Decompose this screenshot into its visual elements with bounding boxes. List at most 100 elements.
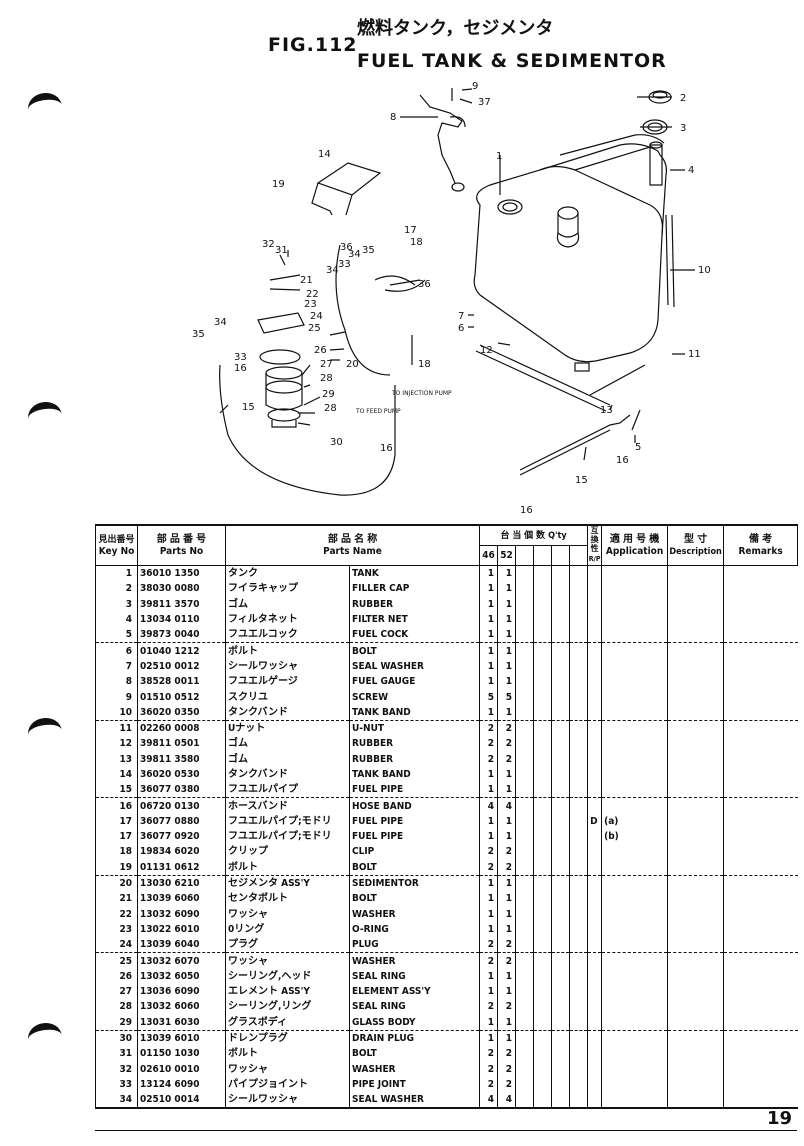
svg-text:TO INJECTION PUMP: TO INJECTION PUMP xyxy=(391,390,452,397)
qty-blank xyxy=(533,704,552,721)
qty-blank xyxy=(551,596,570,612)
name-jp-cell: タンク xyxy=(225,565,350,582)
key-cell: 6 xyxy=(95,642,138,659)
svg-text:15: 15 xyxy=(575,475,588,486)
qty-52-cell: 2 xyxy=(497,999,516,1015)
name-en-cell: TANK xyxy=(348,565,480,582)
description-cell xyxy=(667,766,724,783)
qty-52-cell: 1 xyxy=(497,891,516,907)
rp-cell xyxy=(587,891,602,907)
svg-text:TO FEED PUMP: TO FEED PUMP xyxy=(355,408,401,415)
qty-blank xyxy=(569,642,588,659)
parts-no-cell: 13032 6090 xyxy=(137,906,226,922)
remarks-cell xyxy=(723,891,798,907)
remarks-cell xyxy=(723,642,798,659)
qty-blank xyxy=(515,611,534,628)
key-cell: 7 xyxy=(95,658,138,675)
remarks-cell xyxy=(723,1014,798,1031)
description-cell xyxy=(667,984,724,1000)
qty-52-cell: 2 xyxy=(497,844,516,860)
remarks-cell xyxy=(723,968,798,985)
parts-no-cell: 36077 0880 xyxy=(137,813,226,830)
name-jp-cell: シーリング,ヘッド xyxy=(225,968,350,985)
description-cell xyxy=(667,596,724,612)
page-number: 19 xyxy=(766,1108,792,1129)
remarks-cell xyxy=(723,921,798,938)
key-cell: 11 xyxy=(95,720,138,737)
qty-blank xyxy=(515,891,534,907)
qty-blank xyxy=(515,968,534,985)
svg-text:16: 16 xyxy=(234,363,247,374)
key-cell: 20 xyxy=(95,875,138,892)
rp-cell xyxy=(587,720,602,737)
qty-blank xyxy=(515,829,534,845)
key-cell: 4 xyxy=(95,611,138,628)
remarks-cell xyxy=(723,984,798,1000)
name-en-cell: RUBBER xyxy=(348,596,480,612)
rp-cell xyxy=(587,565,602,582)
qty-blank xyxy=(533,844,552,860)
qty-52-cell: 1 xyxy=(497,674,516,690)
qty-blank xyxy=(515,1076,534,1093)
qty-blank xyxy=(533,627,552,644)
name-jp-cell: フユエルゲージ xyxy=(225,674,350,690)
qty-blank xyxy=(569,720,588,737)
description-cell xyxy=(667,1061,724,1077)
parts-no-cell: 13039 6010 xyxy=(137,1030,226,1047)
qty-blank xyxy=(533,952,552,969)
qty-46-cell: 2 xyxy=(479,859,498,876)
rp-cell xyxy=(587,596,602,612)
qty-46-cell: 2 xyxy=(479,1061,498,1077)
qty-blank xyxy=(533,829,552,845)
qty-46-cell: 1 xyxy=(479,674,498,690)
qty-52-cell: 1 xyxy=(497,1030,516,1047)
name-jp-cell: グラスボディ xyxy=(225,1014,350,1031)
remarks-cell xyxy=(723,1030,798,1047)
qty-52-cell: 2 xyxy=(497,751,516,767)
name-en-cell: SEAL WASHER xyxy=(348,1092,480,1109)
rp-cell xyxy=(587,1014,602,1031)
key-cell: 2 xyxy=(95,581,138,597)
title-japanese: 燃料タンク，セジメンタ xyxy=(357,18,554,39)
name-jp-cell: フイラキャップ xyxy=(225,581,350,597)
qty-blank xyxy=(533,782,552,799)
name-jp-cell: ゴム xyxy=(225,736,350,752)
name-jp-cell: シーリング,リング xyxy=(225,999,350,1015)
application-cell xyxy=(601,859,668,876)
remarks-cell xyxy=(723,689,798,705)
qty-46-cell: 1 xyxy=(479,782,498,799)
description-cell xyxy=(667,891,724,907)
description-cell xyxy=(667,565,724,582)
name-jp-cell: パイプジョイント xyxy=(225,1076,350,1093)
qty-46-cell: 2 xyxy=(479,1046,498,1062)
qty-blank xyxy=(515,906,534,922)
parts-no-cell: 13030 6210 xyxy=(137,875,226,892)
name-en-cell: SEDIMENTOR xyxy=(348,875,480,892)
application-cell xyxy=(601,720,668,737)
svg-text:7: 7 xyxy=(458,311,464,322)
qty-blank xyxy=(533,797,552,814)
svg-text:26: 26 xyxy=(314,345,327,356)
svg-text:14: 14 xyxy=(318,149,331,160)
table-header-row: 見出番号 Key No 部 品 番 号 Parts No 部 品 名 称 Par… xyxy=(95,524,799,566)
qty-blank xyxy=(569,736,588,752)
qty-blank xyxy=(569,1046,588,1062)
application-cell xyxy=(601,937,668,954)
svg-text:28: 28 xyxy=(324,403,337,414)
qty-blank xyxy=(551,720,570,737)
name-jp-cell: ドレンプラグ xyxy=(225,1030,350,1047)
application-cell xyxy=(601,844,668,860)
parts-no-cell: 36077 0380 xyxy=(137,782,226,799)
name-jp-cell: クリップ xyxy=(225,844,350,860)
header-description: 型 寸 Description xyxy=(667,524,725,566)
qty-blank xyxy=(533,1076,552,1093)
application-cell xyxy=(601,891,668,907)
qty-blank xyxy=(551,859,570,876)
parts-no-cell: 13022 6010 xyxy=(137,921,226,938)
name-jp-cell: エレメント ASS'Y xyxy=(225,984,350,1000)
application-cell xyxy=(601,797,668,814)
